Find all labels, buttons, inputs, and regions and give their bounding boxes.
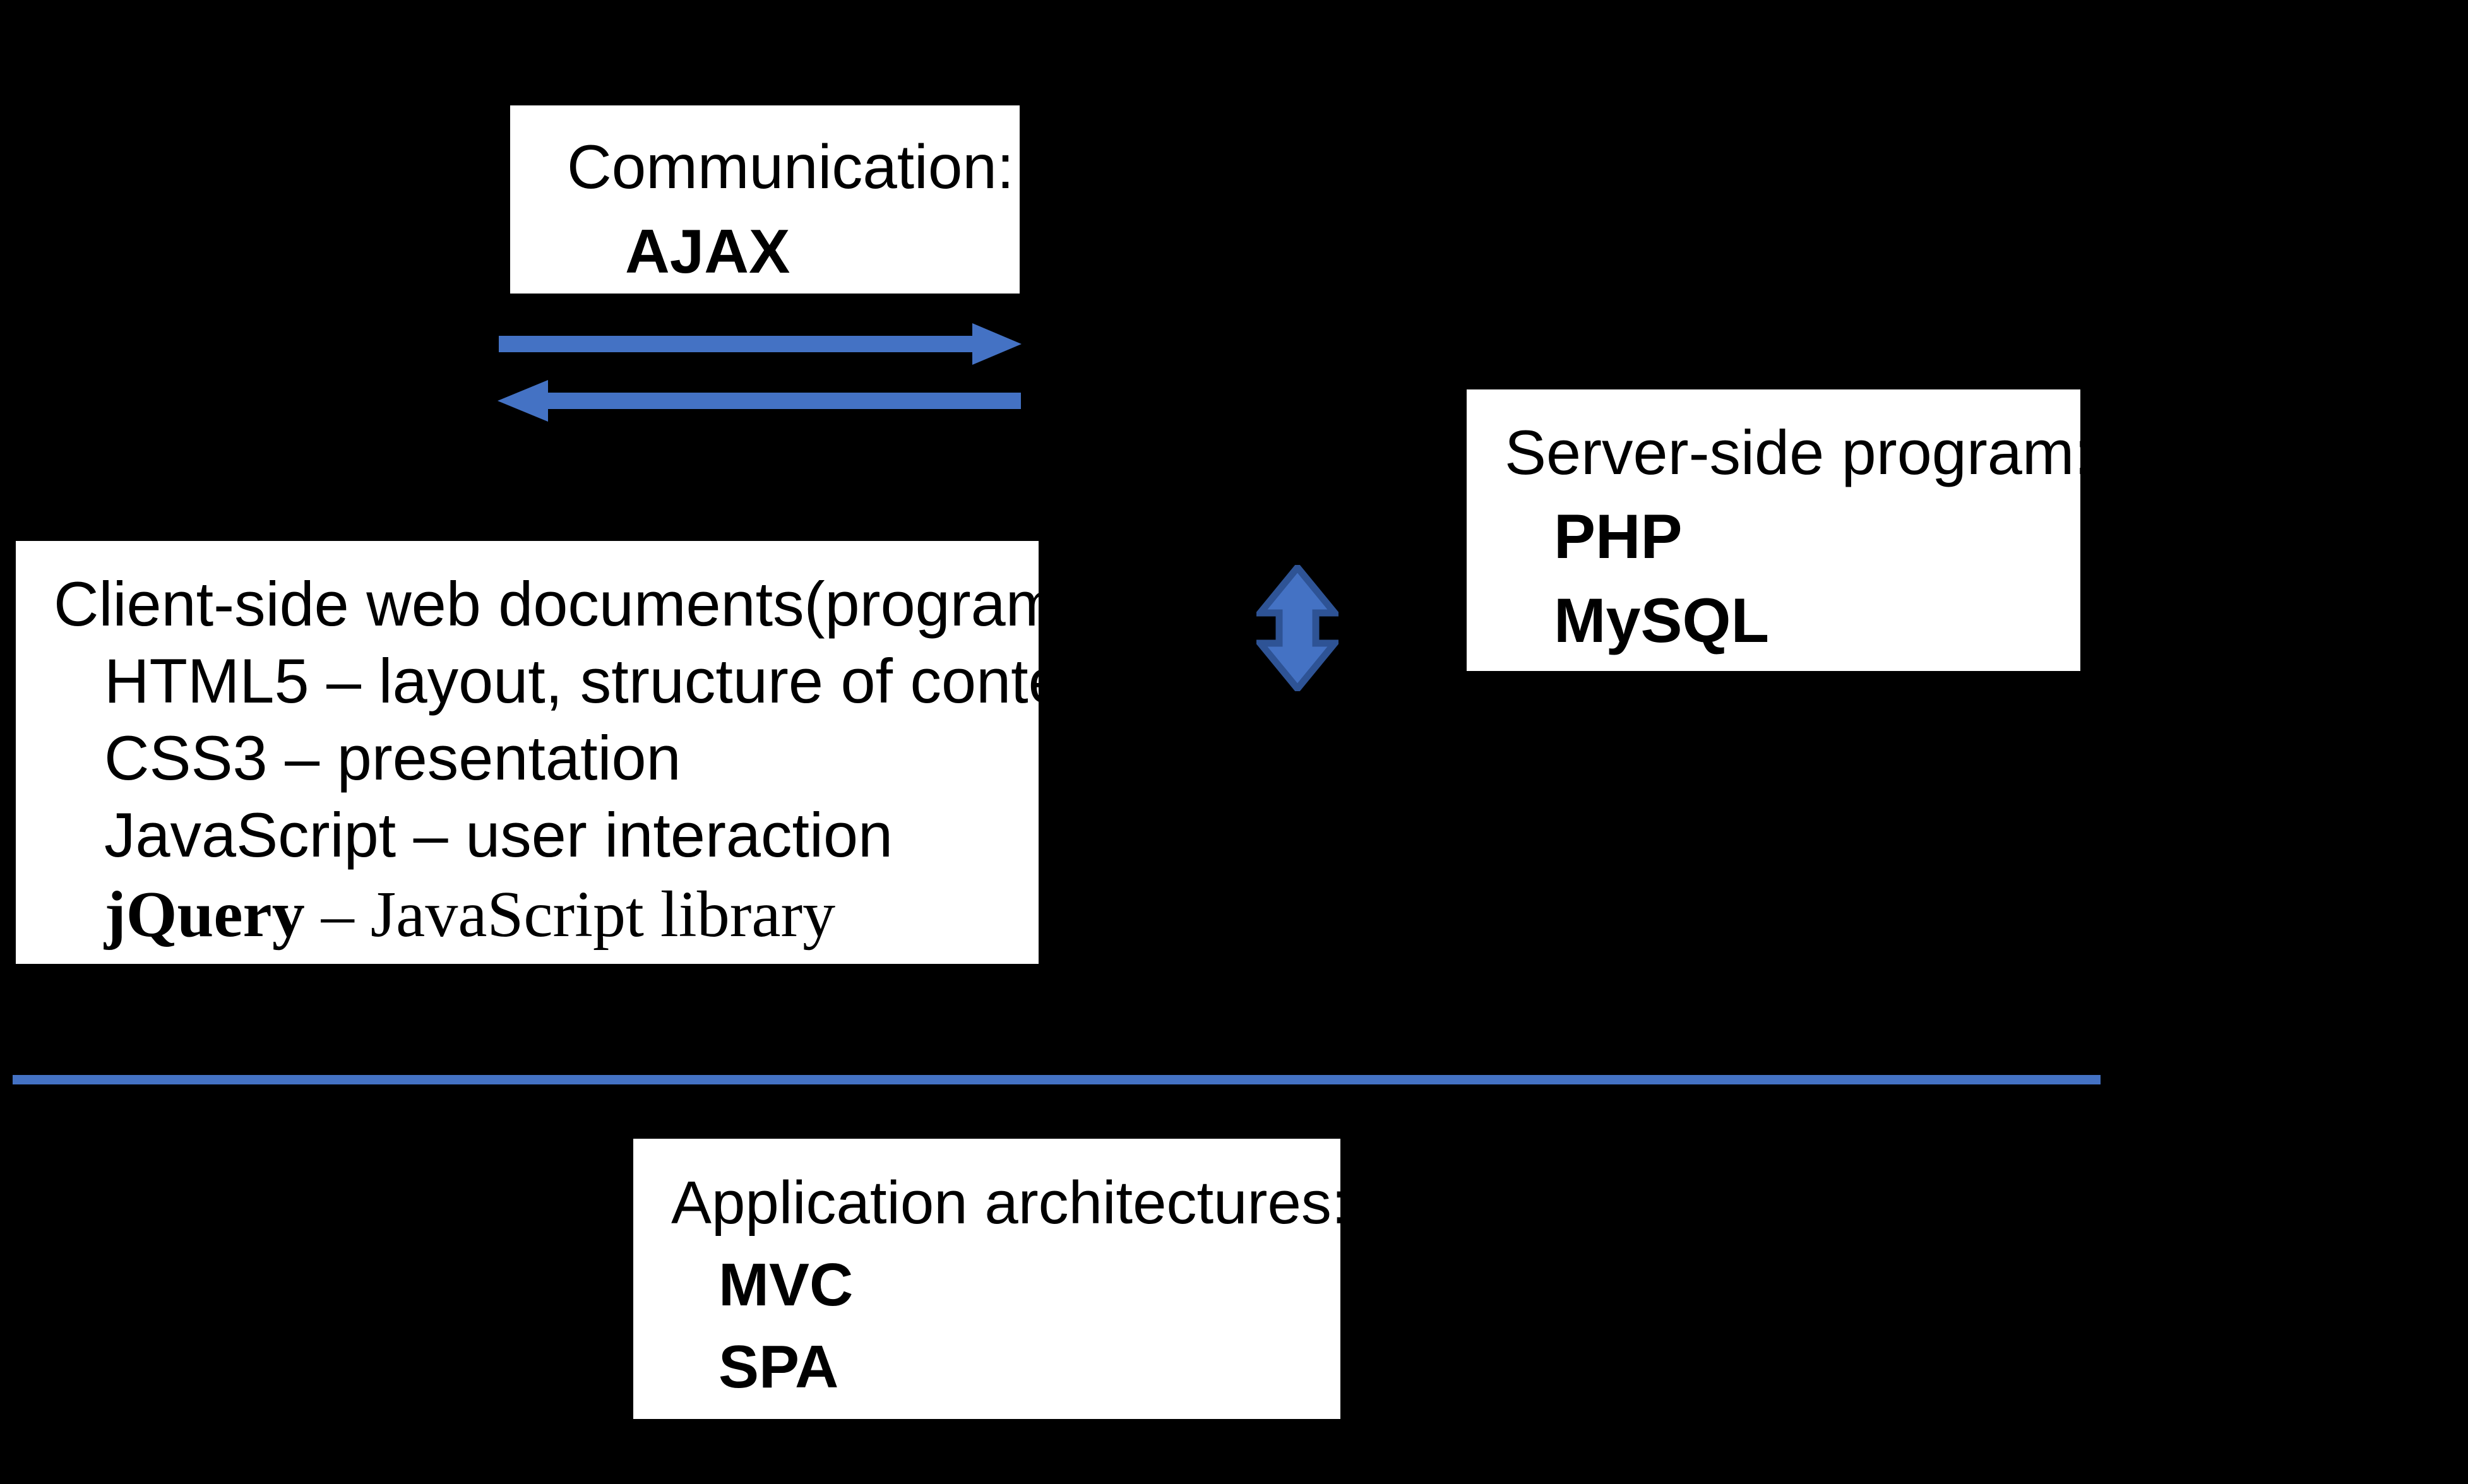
server-side-item-php: PHP bbox=[1554, 501, 1683, 571]
client-side-item-jquery-rest: – JavaScript library bbox=[304, 878, 836, 951]
horizontal-divider bbox=[13, 1075, 2101, 1084]
arrow-up-down-icon bbox=[1256, 565, 1338, 691]
communication-box-item-ajax: AJAX bbox=[625, 217, 790, 286]
client-side-box-title: Client-side web documents(programs): bbox=[54, 569, 1128, 639]
application-architectures-item-spa: SPA bbox=[718, 1333, 839, 1401]
arrow-left-icon bbox=[498, 380, 1021, 422]
client-side-item-jquery-bold: jQuery bbox=[104, 878, 305, 951]
application-architectures-box: Application architectures: MVC SPA bbox=[633, 1139, 1349, 1419]
client-side-item-jquery: jQuery – JavaScript library bbox=[104, 882, 1039, 947]
client-side-item-css3: CSS3 – presentation bbox=[104, 723, 681, 793]
server-side-item-mysql: MySQL bbox=[1554, 585, 1770, 655]
client-side-item-javascript: JavaScript – user interaction bbox=[104, 800, 893, 870]
arrow-right-icon bbox=[499, 323, 1022, 365]
communication-box-title: Communication: bbox=[567, 132, 1015, 201]
server-side-box-title: Server-side program: bbox=[1505, 417, 2092, 487]
application-architectures-item-mvc: MVC bbox=[718, 1251, 854, 1319]
application-architectures-title: Application architectures: bbox=[671, 1169, 1349, 1237]
server-side-box: Server-side program: PHP MySQL bbox=[1467, 389, 2092, 671]
client-side-item-html5: HTML5 – layout, structure of contents bbox=[104, 646, 1147, 716]
communication-box: Communication: AJAX bbox=[510, 105, 1020, 294]
client-side-box: Client-side web documents(programs): HTM… bbox=[16, 541, 1147, 964]
